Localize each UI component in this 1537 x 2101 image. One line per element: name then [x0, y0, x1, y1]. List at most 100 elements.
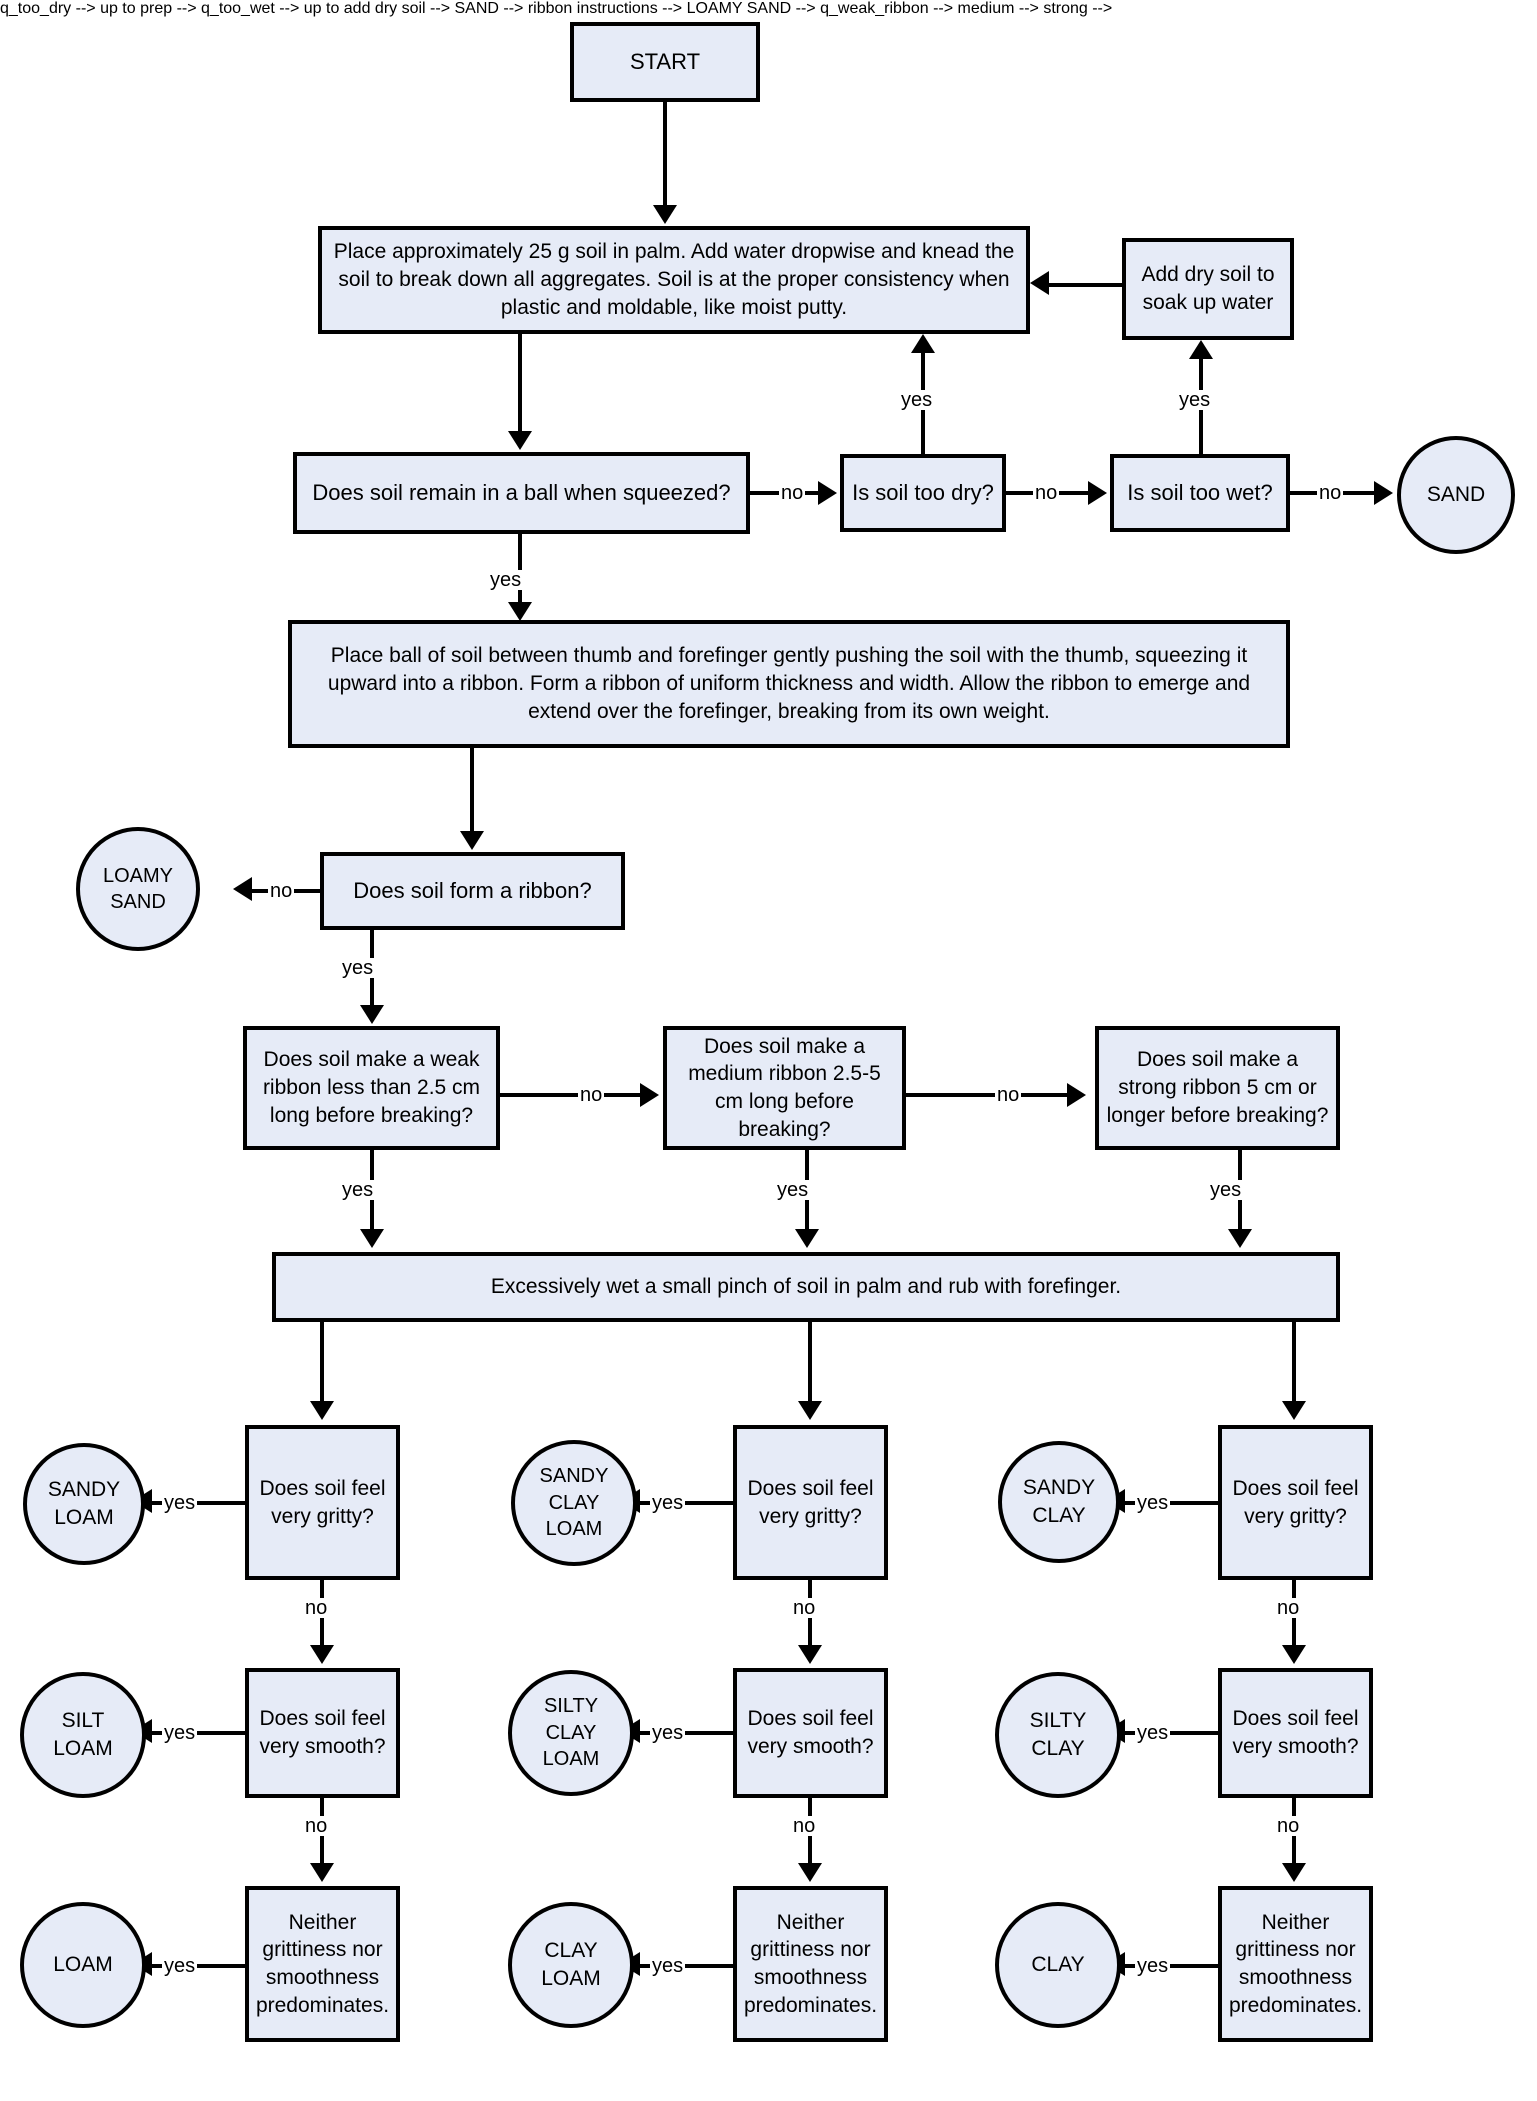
node-result-clay-label: CLAY — [1031, 1953, 1085, 1977]
edge-label-qball-yes: yes — [488, 569, 524, 591]
edge-label-neither2-yes: yes — [650, 1955, 686, 1977]
edge-gritty1-to-sandyloam — [152, 1501, 245, 1505]
node-q-ribbon-label: Does soil form a ribbon? — [353, 878, 592, 904]
node-ribbon-instructions[interactable]: Place ball of soil between thumb and for… — [288, 620, 1290, 748]
node-result-sand-label: SAND — [1426, 483, 1486, 507]
node-q-neither-col1-label: Neither grittiness nor smoothness predom… — [255, 1910, 390, 2017]
node-wet-pinch[interactable]: Excessively wet a small pinch of soil in… — [272, 1252, 1340, 1322]
arrowhead-qtoowet-yes-up — [1189, 340, 1213, 359]
node-q-gritty-col1[interactable]: Does soil feel very gritty? — [245, 1425, 400, 1580]
node-prep-soil[interactable]: Place approximately 25 g soil in palm. A… — [318, 226, 1030, 334]
node-q-gritty-col2-label: Does soil feel very gritty? — [747, 1476, 874, 1528]
node-result-loam[interactable]: LOAM — [20, 1902, 146, 2028]
arrowhead-qmedium-yes-down — [795, 1229, 819, 1248]
arrowhead-smooth1-no-down — [310, 1863, 334, 1882]
arrowhead-wetpinch-to-gritty3 — [1282, 1401, 1306, 1420]
edge-label-neither3-yes: yes — [1135, 1955, 1171, 1977]
edge-prep-to-qball — [518, 334, 522, 434]
edge-wetpinch-to-gritty2 — [808, 1322, 812, 1404]
arrowhead-start-to-prep — [653, 205, 677, 224]
node-add-dry-soil[interactable]: Add dry soil to soak up water — [1122, 238, 1294, 340]
edge-label-qtoodry-yes: yes — [899, 389, 935, 411]
edge-label-qtoowet-yes: yes — [1177, 389, 1213, 411]
node-q-too-dry-label: Is soil too dry? — [852, 480, 994, 506]
edge-label-qweak-no: no — [578, 1084, 605, 1106]
node-q-strong-ribbon[interactable]: Does soil make a strong ribbon 5 cm or l… — [1095, 1026, 1340, 1150]
node-q-neither-col2[interactable]: Neither grittiness nor smoothness predom… — [733, 1886, 888, 2042]
edge-gritty2-to-sandyclayloam — [640, 1501, 733, 1505]
arrowhead-qribbon-to-loamysand — [233, 877, 252, 901]
edge-label-gritty3-yes: yes — [1135, 1492, 1171, 1514]
node-q-neither-col3[interactable]: Neither grittiness nor smoothness predom… — [1218, 1886, 1373, 2042]
arrowhead-qtoodry-to-qtoowet — [1088, 481, 1107, 505]
node-result-loamy-sand[interactable]: LOAMY SAND — [76, 827, 200, 951]
arrowhead-gritty1-no-down — [310, 1645, 334, 1664]
node-q-too-wet[interactable]: Is soil too wet? — [1110, 454, 1290, 532]
edge-ribboninstr-to-qribbon — [470, 748, 474, 834]
arrowhead-qstrong-yes-down — [1228, 1229, 1252, 1248]
node-q-gritty-col1-label: Does soil feel very gritty? — [259, 1476, 386, 1528]
edge-label-smooth2-no: no — [791, 1815, 818, 1837]
edge-label-qmedium-yes: yes — [775, 1179, 811, 1201]
arrowhead-qtoodry-yes-up — [911, 334, 935, 353]
edge-neither2-to-clayloam — [640, 1964, 733, 1968]
node-q-smooth-col3[interactable]: Does soil feel very smooth? — [1218, 1668, 1373, 1798]
node-result-sandy-clay[interactable]: SANDY CLAY — [998, 1441, 1120, 1563]
node-q-ball[interactable]: Does soil remain in a ball when squeezed… — [293, 452, 750, 534]
edge-label-qtoodry-no: no — [1033, 482, 1060, 504]
node-result-sand[interactable]: SAND — [1397, 436, 1515, 554]
edge-smooth3-to-siltyclay — [1125, 1731, 1218, 1735]
arrowhead-qweak-to-qmedium — [640, 1083, 659, 1107]
node-q-gritty-col3[interactable]: Does soil feel very gritty? — [1218, 1425, 1373, 1580]
node-q-weak-ribbon[interactable]: Does soil make a weak ribbon less than 2… — [243, 1026, 500, 1150]
node-prep-soil-label: Place approximately 25 g soil in palm. A… — [333, 240, 1015, 319]
node-q-neither-col1[interactable]: Neither grittiness nor smoothness predom… — [245, 1886, 400, 2042]
node-result-silty-clay[interactable]: SILTY CLAY — [995, 1672, 1121, 1798]
node-result-sandy-loam[interactable]: SANDY LOAM — [23, 1443, 145, 1565]
node-add-dry-soil-label: Add dry soil to soak up water — [1141, 263, 1275, 314]
node-result-silty-clay-loam-label: SILTY CLAY LOAM — [542, 1695, 600, 1771]
arrowhead-wetpinch-to-gritty1 — [310, 1401, 334, 1420]
node-result-silty-clay-loam[interactable]: SILTY CLAY LOAM — [508, 1670, 634, 1796]
edge-label-qball-no: no — [779, 482, 806, 504]
node-q-too-dry[interactable]: Is soil too dry? — [840, 454, 1006, 532]
node-result-clay-loam-label: CLAY LOAM — [541, 1939, 601, 1990]
node-result-clay[interactable]: CLAY — [995, 1902, 1121, 2028]
node-result-sandy-clay-loam[interactable]: SANDY CLAY LOAM — [511, 1440, 637, 1566]
node-q-smooth-col2-label: Does soil feel very smooth? — [747, 1707, 874, 1758]
node-q-neither-col3-label: Neither grittiness nor smoothness predom… — [1228, 1910, 1363, 2017]
edge-label-neither1-yes: yes — [162, 1955, 198, 1977]
node-result-clay-loam[interactable]: CLAY LOAM — [508, 1902, 634, 2028]
node-q-medium-ribbon[interactable]: Does soil make a medium ribbon 2.5-5 cm … — [663, 1026, 906, 1150]
node-result-silt-loam[interactable]: SILT LOAM — [20, 1672, 146, 1798]
edge-start-to-prep — [663, 102, 667, 208]
node-q-gritty-col3-label: Does soil feel very gritty? — [1232, 1476, 1359, 1528]
node-q-ribbon[interactable]: Does soil form a ribbon? — [320, 852, 625, 930]
edge-label-qribbon-no: no — [268, 880, 295, 902]
edge-label-qribbon-yes: yes — [340, 957, 376, 979]
arrowhead-qtoowet-to-sand — [1374, 481, 1393, 505]
node-q-neither-col2-label: Neither grittiness nor smoothness predom… — [743, 1910, 878, 2017]
node-q-smooth-col1[interactable]: Does soil feel very smooth? — [245, 1668, 400, 1798]
arrowhead-qweak-yes-down — [360, 1229, 384, 1248]
edge-label-qmedium-no: no — [995, 1084, 1022, 1106]
node-q-smooth-col3-label: Does soil feel very smooth? — [1232, 1707, 1359, 1758]
arrowhead-prep-to-qball — [508, 431, 532, 450]
edge-smooth2-to-siltyclayloam — [640, 1731, 733, 1735]
node-result-silt-loam-label: SILT LOAM — [53, 1709, 113, 1760]
node-q-too-wet-label: Is soil too wet? — [1127, 480, 1273, 506]
node-q-gritty-col2[interactable]: Does soil feel very gritty? — [733, 1425, 888, 1580]
node-result-loamy-sand-label: LOAMY SAND — [102, 864, 174, 913]
edge-wetpinch-to-gritty1 — [320, 1322, 324, 1404]
node-start[interactable]: START — [570, 22, 760, 102]
node-start-label: START — [629, 49, 701, 75]
edge-label-gritty3-no: no — [1275, 1597, 1302, 1619]
edge-label-gritty1-no: no — [303, 1597, 330, 1619]
node-q-smooth-col2[interactable]: Does soil feel very smooth? — [733, 1668, 888, 1798]
edge-label-smooth2-yes: yes — [650, 1722, 686, 1744]
node-q-medium-ribbon-label: Does soil make a medium ribbon 2.5-5 cm … — [688, 1034, 881, 1141]
edge-qweak-to-qmedium — [500, 1093, 642, 1097]
edge-label-qweak-yes: yes — [340, 1179, 376, 1201]
arrowhead-qball-to-ribboninstr — [508, 602, 532, 621]
edge-label-qstrong-yes: yes — [1208, 1179, 1244, 1201]
